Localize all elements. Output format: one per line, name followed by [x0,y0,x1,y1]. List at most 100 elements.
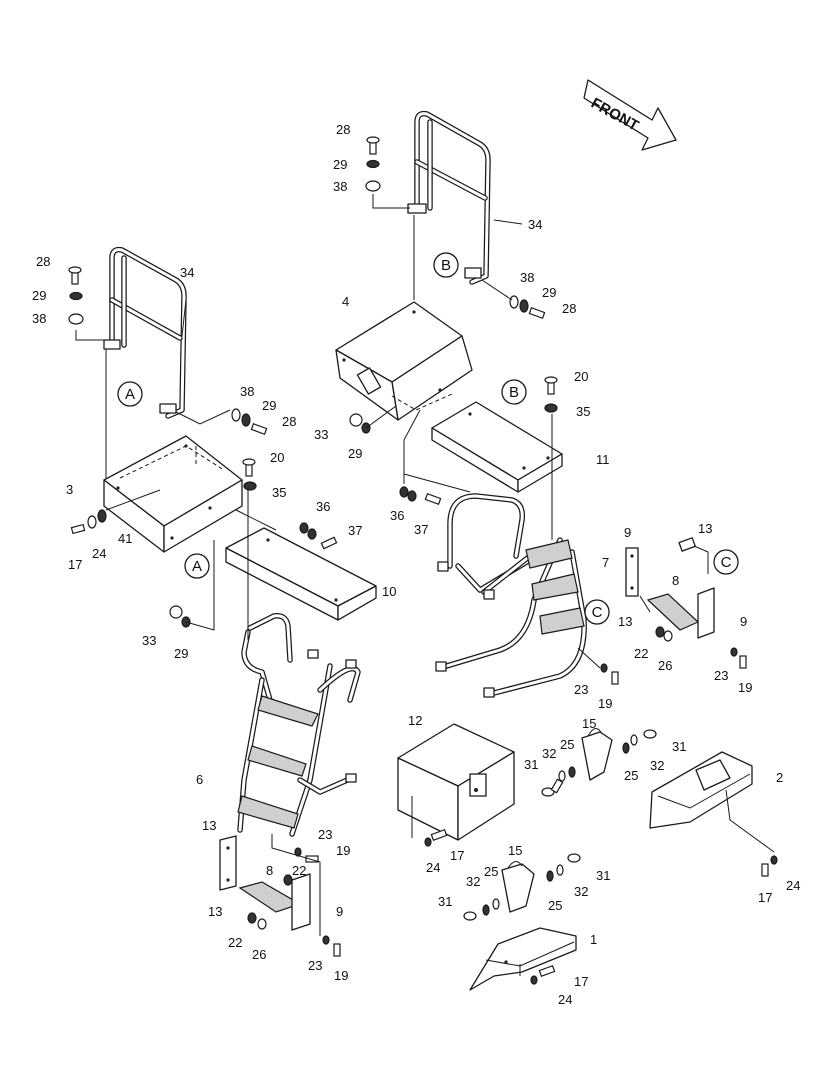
part-label: 41 [118,531,132,546]
part-label: 13 [202,818,216,833]
part-label: 28 [36,254,50,269]
callout-B-upper: B [433,252,459,278]
part-label: 35 [272,485,286,500]
leader-lines [75,194,775,976]
callout-C-upper: C [713,549,739,575]
part-label: 17 [574,974,588,989]
part-label: 17 [450,848,464,863]
part-label: 31 [672,739,686,754]
part-label: 19 [336,843,350,858]
part-label: 12 [408,713,422,728]
ladder-6 [237,612,361,837]
callout-C-lower-label: C [592,604,603,621]
part-label: 37 [348,523,362,538]
callout-B-lower-label: B [509,384,519,401]
callout-C-upper-label: C [721,554,732,571]
part-label: 24 [426,860,440,875]
callout-A-lower: A [184,553,210,579]
part-label: 1 [590,932,597,947]
part-label: 24 [92,546,106,561]
bracket-2 [649,751,753,829]
part-label: 20 [574,369,588,384]
part-label: 32 [542,746,556,761]
part-label: 34 [180,265,194,280]
part-label: 31 [524,757,538,772]
part-label: 38 [240,384,254,399]
part-label: 28 [562,301,576,316]
ladder-7 [435,493,587,698]
step-bracket-15-lower [501,861,535,913]
handrail-left [103,246,187,419]
part-label: 20 [270,450,284,465]
part-label: 11 [596,452,610,467]
part-label: 22 [228,935,242,950]
part-label: 35 [576,404,590,419]
part-label: 6 [196,772,203,787]
part-label: 25 [624,768,638,783]
part-label: 23 [308,958,322,973]
part-label: 32 [466,874,480,889]
part-label: 36 [316,499,330,514]
part-label: 23 [318,827,332,842]
platform-cover-4 [335,301,473,421]
callout-C-lower: C [584,599,610,625]
part-label: 38 [32,311,46,326]
part-label: 26 [658,658,672,673]
part-label: 13 [698,521,712,536]
part-label: 9 [624,525,631,540]
step-panel-10 [225,527,377,621]
part-label: 23 [714,668,728,683]
part-label: 31 [596,868,610,883]
part-label: 22 [292,863,306,878]
part-label: 28 [282,414,296,429]
part-label: 19 [334,968,348,983]
part-label: 34 [528,217,542,232]
part-label: 26 [252,947,266,962]
part-label: 38 [520,270,534,285]
toolbox-12 [397,723,515,841]
part-label: 25 [560,737,574,752]
part-label: 36 [390,508,404,523]
part-label: 37 [414,522,428,537]
part-label: 29 [542,285,556,300]
part-label: 29 [174,646,188,661]
callout-A-lower-label: A [192,558,202,575]
part-label: 23 [574,682,588,697]
callout-B-lower: B [501,379,527,405]
part-label: 13 [208,904,222,919]
part-label: 25 [484,864,498,879]
part-label: 22 [634,646,648,661]
part-label: 38 [333,179,347,194]
front-arrow: FRONT [583,79,677,151]
hardware [68,136,778,985]
step-panel-11 [431,401,563,493]
part-label: 15 [508,843,522,858]
part-label: 32 [650,758,664,773]
callout-B-upper-label: B [441,257,451,274]
part-label: 17 [758,890,772,905]
callout-A-upper: A [117,381,143,407]
part-label: 19 [598,696,612,711]
step-bracket-15-upper [581,728,613,781]
part-label: 24 [786,878,800,893]
part-label: 19 [738,680,752,695]
part-label: 9 [336,904,343,919]
step-assembly-right [625,537,715,639]
part-label: 29 [262,398,276,413]
step-assembly-left [219,835,311,931]
part-label: 33 [314,427,328,442]
part-label: 24 [558,992,572,1007]
part-label: 3 [66,482,73,497]
part-label: 25 [548,898,562,913]
part-label: 29 [333,157,347,172]
part-label: 7 [602,555,609,570]
part-label: 8 [266,863,273,878]
part-label: 9 [740,614,747,629]
part-label: 28 [336,122,350,137]
callout-A-upper-label: A [125,386,135,403]
part-number-labels: 28 29 38 34 28 34 29 38 38 29 28 4 20 38… [32,122,800,1007]
part-label: 2 [776,770,783,785]
part-label: 32 [574,884,588,899]
part-label: 10 [382,584,396,599]
